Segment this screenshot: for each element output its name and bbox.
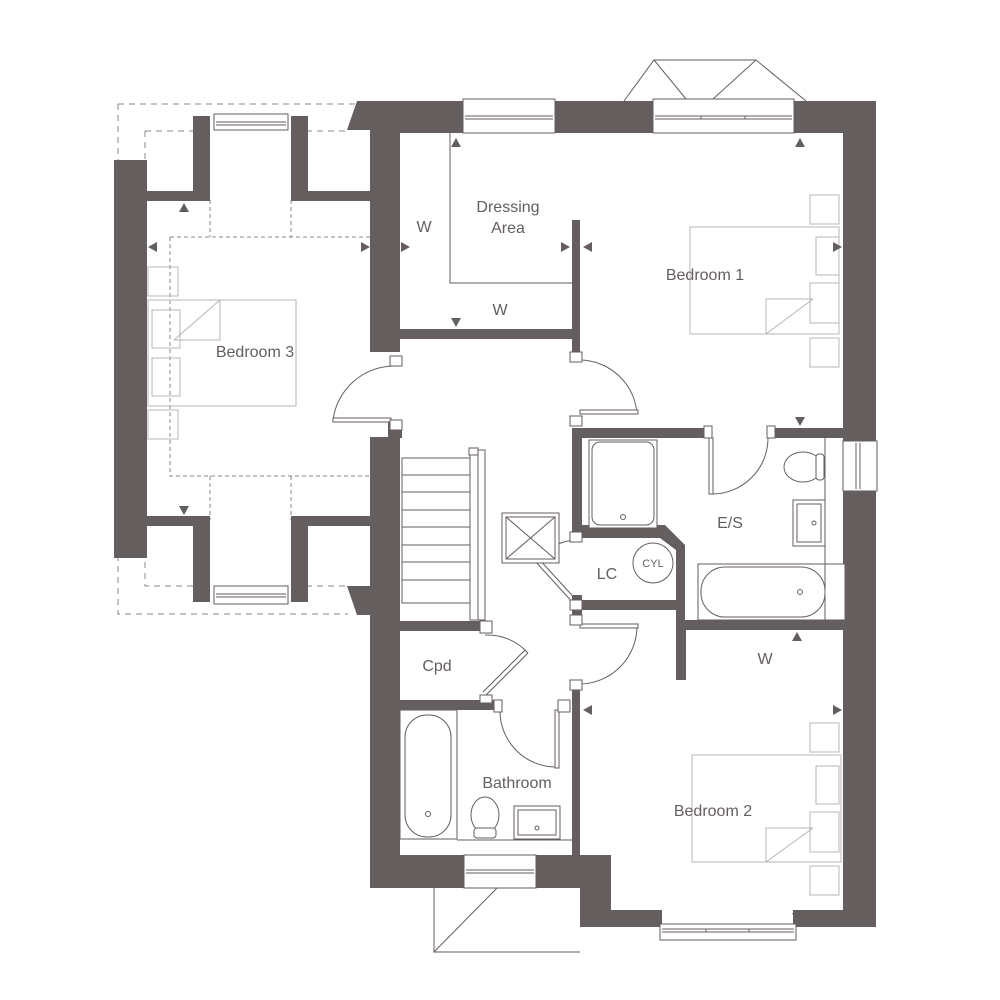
doors <box>332 351 776 769</box>
label-cylinder: CYL <box>642 558 663 570</box>
window-bedroom1-top <box>623 59 807 134</box>
label-bathroom: Bathroom <box>482 775 551 792</box>
door-bedroom2 <box>569 614 639 691</box>
bedroom3-furniture <box>147 266 297 440</box>
label-bedroom3: Bedroom 3 <box>216 344 294 361</box>
label-ensuite: E/S <box>717 515 743 532</box>
window-bedroom3-top <box>213 113 289 131</box>
window-dressing-top <box>462 98 556 134</box>
dressing-area-outline <box>449 133 572 284</box>
label-wardrobe-bottom: W <box>492 302 508 319</box>
bedroom2-furniture <box>691 722 842 896</box>
ensuite-fixtures <box>588 438 846 621</box>
room-labels: Dressing Area W W Bedroom 1 Bedroom 3 E/… <box>216 199 774 820</box>
label-bedroom2: Bedroom 2 <box>674 803 752 820</box>
window-bathroom-bottom <box>433 854 580 953</box>
label-wardrobe-ensuite: W <box>757 651 773 668</box>
door-bedroom3 <box>332 355 403 431</box>
label-linen-cupboard: LC <box>597 566 617 583</box>
staircase <box>401 447 486 621</box>
door-bathroom <box>493 699 571 769</box>
label-wardrobe-side: W <box>416 219 432 236</box>
roof-outline-dashed <box>117 103 370 615</box>
label-dressing-line1: Dressing <box>476 199 539 216</box>
bathroom-fixtures <box>399 709 572 841</box>
door-linen-cupboard <box>533 531 583 611</box>
door-ensuite <box>703 425 776 495</box>
door-cupboard <box>479 620 529 704</box>
window-bedroom2-bottom <box>659 923 797 941</box>
door-bedroom1 <box>569 351 639 427</box>
label-dressing-line2: Area <box>491 220 525 237</box>
windows <box>213 59 878 953</box>
walls <box>114 101 876 927</box>
label-cupboard: Cpd <box>422 658 451 675</box>
window-bedroom3-bottom <box>213 585 289 605</box>
loft-hatch <box>501 512 560 564</box>
bedroom1-furniture <box>689 194 840 368</box>
window-ensuite-side <box>842 440 878 492</box>
hot-water-cylinder <box>632 542 674 584</box>
dimension-arrows <box>148 138 842 922</box>
label-bedroom1: Bedroom 1 <box>666 267 744 284</box>
